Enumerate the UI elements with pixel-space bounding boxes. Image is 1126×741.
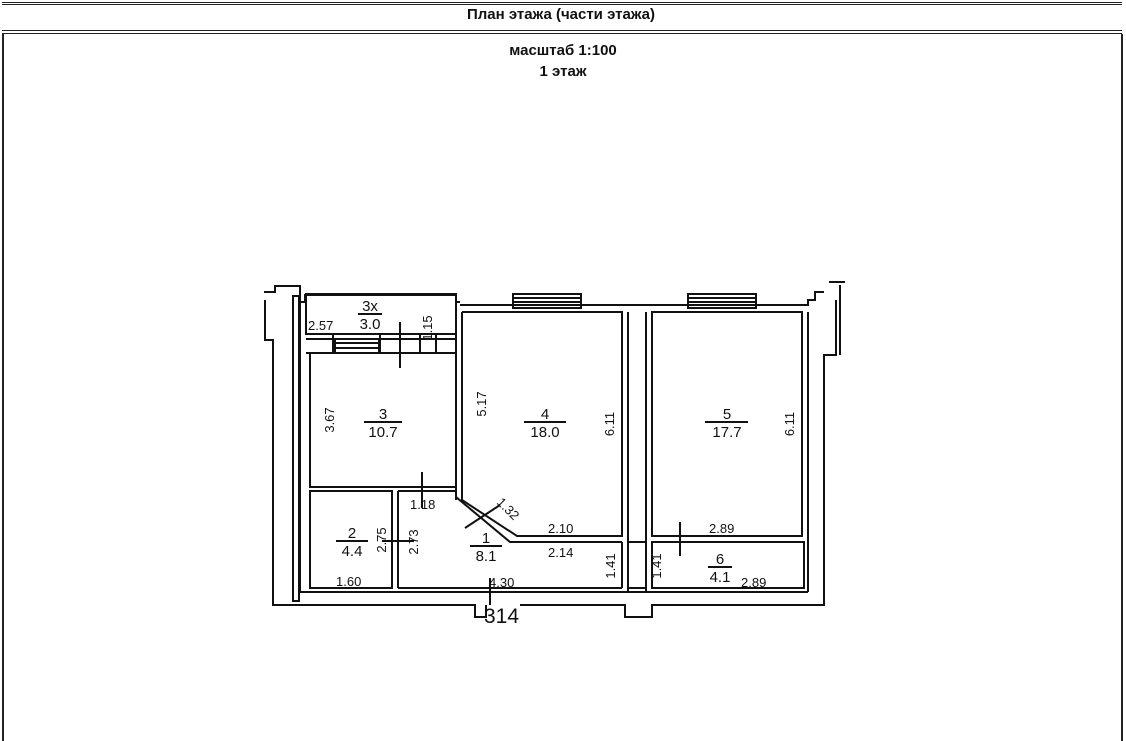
room-3-number: 3: [379, 406, 387, 423]
dim-5-17: 5.17: [474, 391, 489, 416]
room-2-area: 4.4: [342, 543, 363, 560]
room-1-area: 8.1: [476, 548, 497, 565]
dim-2-89-a: 2.89: [709, 521, 734, 536]
room-3-area: 10.7: [368, 424, 397, 441]
room-2-number: 2: [348, 525, 356, 542]
room-1-number: 1: [482, 530, 490, 547]
room-3x-number: 3х: [362, 298, 378, 315]
frame-right-border: [1121, 34, 1123, 741]
room-4-number: 4: [541, 406, 549, 423]
scale-label: масштаб 1:100: [509, 42, 617, 59]
dimension-labels: 2.57 1.15 3.67 5.17 6.11 6.11 1.18 1.32 …: [308, 315, 797, 590]
dim-6-11-b: 6.11: [782, 412, 797, 436]
room-6-area: 4.1: [710, 569, 731, 586]
dim-2-73: 2.73: [406, 529, 421, 554]
dim-6-11-a: 6.11: [602, 412, 617, 436]
dim-2-57: 2.57: [308, 318, 333, 333]
dim-2-10: 2.10: [548, 521, 573, 536]
dim-1-41-b: 1.41: [649, 553, 664, 578]
dim-1-41-a: 1.41: [603, 553, 618, 578]
frame-left-border: [2, 34, 4, 741]
building-number: 314: [484, 605, 519, 628]
floor-label: 1 этаж: [539, 63, 587, 80]
dim-1-18: 1.18: [410, 497, 435, 512]
dim-1-15: 1.15: [420, 315, 435, 340]
room-6-number: 6: [716, 551, 724, 568]
dim-1-60: 1.60: [336, 574, 361, 589]
dim-4-30: 4.30: [489, 575, 514, 590]
walls: [264, 281, 845, 618]
room-4-area: 18.0: [530, 424, 559, 441]
dim-2-75: 2.75: [374, 527, 389, 552]
dim-2-89-b: 2.89: [741, 575, 766, 590]
sheet-title: План этажа (части этажа): [466, 6, 656, 23]
room-5-number: 5: [723, 406, 731, 423]
header-bar: [2, 2, 1122, 34]
dim-3-67: 3.67: [322, 407, 337, 432]
room-3x-area: 3.0: [360, 316, 381, 333]
dim-1-32: 1.32: [494, 495, 523, 524]
room-labels: 3х 3.0 3 10.7 4 18.0 5 17.7 2 4.4 1 8.1 …: [342, 298, 742, 586]
room-5-area: 17.7: [712, 424, 741, 441]
dim-2-14: 2.14: [548, 545, 573, 560]
